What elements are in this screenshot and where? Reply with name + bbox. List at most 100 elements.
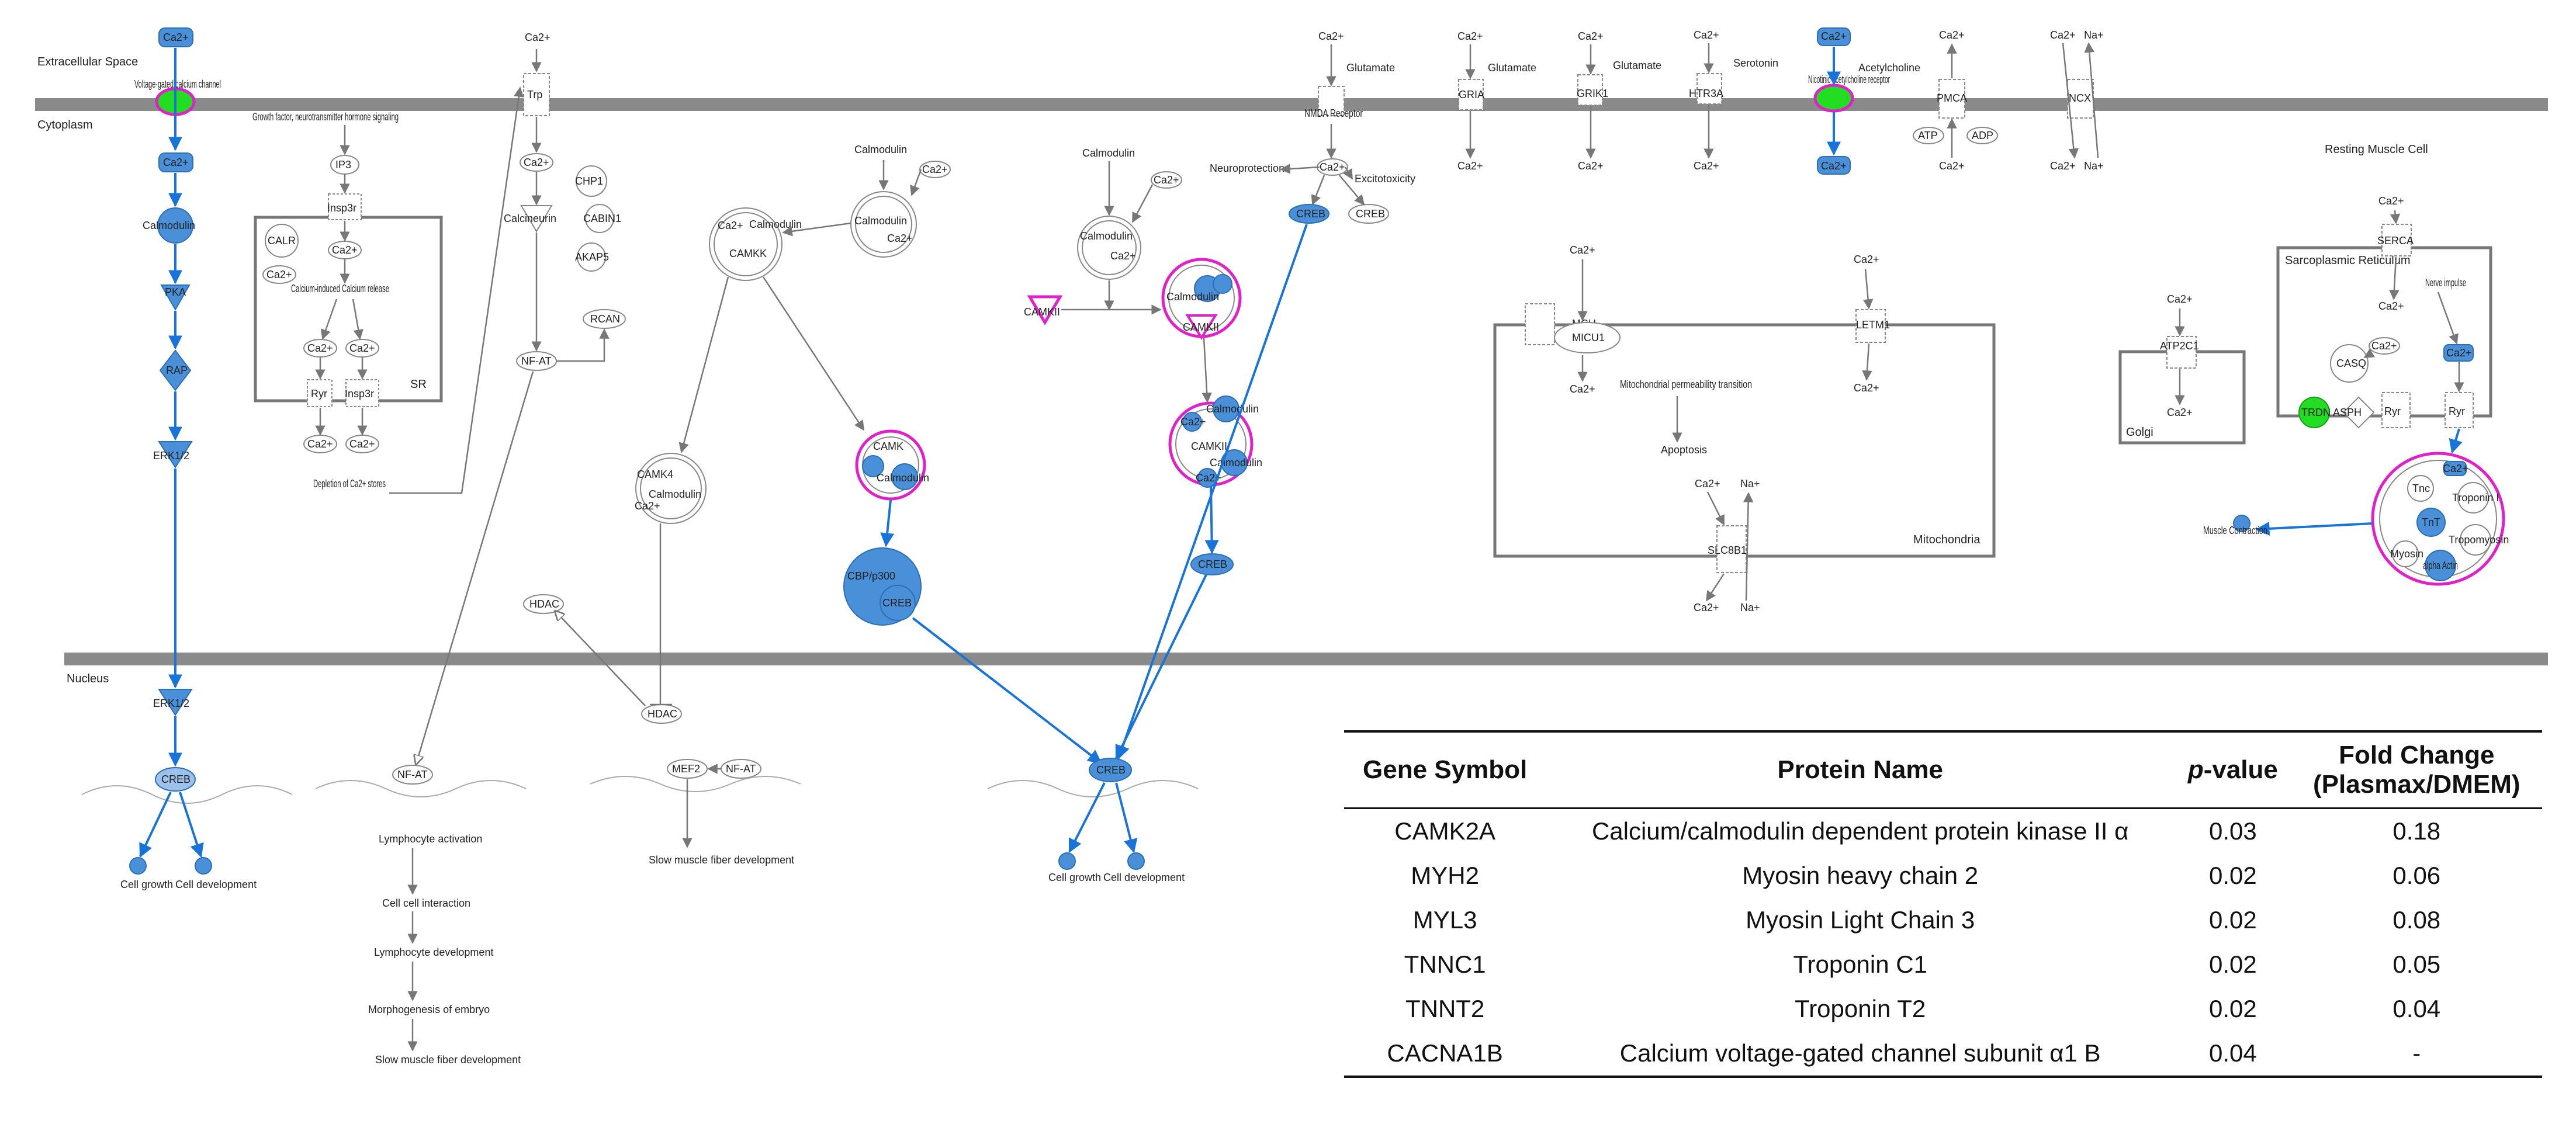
cell-growth-label-center: Cell growth xyxy=(1048,872,1101,883)
protein-name-cell: Troponin T2 xyxy=(1795,995,1926,1022)
creb-node-nuc-center[interactable] xyxy=(1089,758,1132,782)
erk-node-cyt[interactable] xyxy=(158,441,193,469)
ca2-camkii-top-node[interactable] xyxy=(1151,171,1182,189)
ca2-trp-cyt-node[interactable] xyxy=(520,153,553,172)
calr-node[interactable] xyxy=(265,224,299,258)
serca-node[interactable] xyxy=(2381,224,2412,256)
atp-node[interactable] xyxy=(1913,127,1944,144)
trdn-label: TRDN xyxy=(2301,407,2331,418)
header-gene-symbol: Gene Symbol xyxy=(1344,730,1546,809)
cell-growth-node-left[interactable] xyxy=(129,857,147,875)
ryr-node-sr[interactable] xyxy=(307,379,333,407)
calmodulin-camkii-top-label: Calmodulin xyxy=(1082,147,1135,159)
calmodulin-complex-2-label: Calmodulin xyxy=(1080,230,1133,242)
ca2-ryr-muscle-label: Ca2+ xyxy=(2446,347,2472,359)
camkii-node-left[interactable] xyxy=(1027,295,1063,325)
p-value-cell: 0.04 xyxy=(2175,1031,2291,1078)
pka-node[interactable] xyxy=(160,285,191,311)
label-extracellular: Extracellular Space xyxy=(37,55,138,68)
ca2-nachr-ext-node[interactable] xyxy=(1817,27,1851,46)
adp-node[interactable] xyxy=(1966,127,1998,144)
table-row: MYH2 Myosin heavy chain 2 0.02 0.06 xyxy=(1344,854,2542,898)
calmodulin-node-left[interactable] xyxy=(157,207,193,244)
troponin-i-label: Troponin I xyxy=(2452,492,2499,504)
insp3r-node-sr[interactable] xyxy=(345,379,379,407)
erk-node-nuc[interactable] xyxy=(158,689,193,716)
akap5-node[interactable] xyxy=(577,242,606,272)
rap-node[interactable] xyxy=(159,349,192,391)
calmodulin-label-left: Calmodulin xyxy=(143,220,195,231)
ryr-label-muscle-a: Ryr xyxy=(2384,405,2401,417)
slc8b1-node[interactable] xyxy=(1716,525,1747,573)
calmodulin-bubble-3 xyxy=(1221,449,1248,476)
letm1-node[interactable] xyxy=(1855,309,1886,343)
tnt-node xyxy=(2416,508,2446,537)
ca2-ryr-in-node[interactable] xyxy=(303,339,337,358)
tropomyosin-node xyxy=(2460,524,2491,556)
mpt-label: Mitochondrial permeability transition xyxy=(1620,379,1752,390)
creb-node-left[interactable] xyxy=(155,767,196,792)
micu1-node[interactable] xyxy=(1554,322,1621,353)
nfat-node-nuc-left[interactable] xyxy=(392,765,433,785)
trp-node[interactable] xyxy=(523,73,550,116)
grik1-node[interactable] xyxy=(1577,74,1603,106)
ca2-ext-node[interactable] xyxy=(158,27,193,47)
cicr-label: Calcium-induced Calcium release xyxy=(291,283,389,294)
fold-change-cell: 0.18 xyxy=(2393,817,2441,845)
ca2-cyt-label: Ca2+ xyxy=(163,157,189,168)
nfat-label-nuc-left: NF-AT xyxy=(397,769,428,780)
slc8b1-label: SLC8B1 xyxy=(1708,544,1747,556)
htr3a-node[interactable] xyxy=(1696,73,1722,105)
creb-label-cyt-center: CREB xyxy=(1198,558,1227,570)
chp1-node[interactable] xyxy=(576,165,607,197)
myosin-node xyxy=(2392,540,2419,567)
pmca-node[interactable] xyxy=(1938,79,1965,119)
tnc-node xyxy=(2407,475,2434,502)
casq-node[interactable] xyxy=(2330,344,2369,383)
hdac-label-cyt: HDAC xyxy=(529,598,559,610)
ca2-slc8b1-top-label: Ca2+ xyxy=(1695,478,1720,490)
ryr-node-muscle-b[interactable] xyxy=(2445,392,2474,428)
asph-label: ASPH xyxy=(2333,407,2362,418)
ca2-serca-top-label: Ca2+ xyxy=(2378,195,2404,207)
ca2-calr-node[interactable] xyxy=(262,265,296,284)
ca2-troponin-label: Ca2+ xyxy=(2443,463,2468,474)
ca2-pmca-cyt-label: Ca2+ xyxy=(1939,160,1965,172)
muscle-contraction-node[interactable] xyxy=(2233,515,2250,532)
insp3r-node-top[interactable] xyxy=(328,193,362,220)
cell-growth-node-center[interactable] xyxy=(1058,852,1076,870)
creb-node-nmda[interactable] xyxy=(1348,204,1389,224)
nachr-node[interactable] xyxy=(1813,84,1854,113)
calr-label: CALR xyxy=(268,235,296,247)
ryr-node-muscle-a[interactable] xyxy=(2381,392,2411,428)
ca2-calmodulin-top-node[interactable] xyxy=(919,161,951,178)
troponin-myosin-complex-node[interactable] xyxy=(2371,452,2505,586)
rcan-node[interactable] xyxy=(583,309,626,329)
atp2c1-node[interactable] xyxy=(2166,336,2197,369)
cell-development-label-center: Cell development xyxy=(1103,872,1185,883)
fold-change-cell: 0.08 xyxy=(2393,906,2441,934)
serotonin-label: Serotonin xyxy=(1733,57,1778,69)
calcineurin-node[interactable] xyxy=(520,205,553,233)
creb-node-nmda-blue[interactable] xyxy=(1289,204,1329,224)
ca2-cyt-node[interactable] xyxy=(158,152,193,172)
trdn-node[interactable] xyxy=(2298,397,2330,428)
fold-change-cell: - xyxy=(2291,1031,2542,1078)
muscle-contraction-label: Muscle Contraction xyxy=(2203,525,2267,536)
ca2-nachr-cyt-node[interactable] xyxy=(1817,156,1851,175)
gene-symbol-cell: CAMK2A xyxy=(1394,817,1495,845)
asph-node[interactable] xyxy=(2342,396,2375,429)
gria-node[interactable] xyxy=(1458,79,1484,110)
hdac-node-cyt[interactable] xyxy=(523,594,564,614)
ca2-ryr-muscle-node[interactable] xyxy=(2443,344,2474,362)
label-cytoplasm: Cytoplasm xyxy=(37,119,92,131)
mcu-node[interactable] xyxy=(1525,303,1555,345)
cell-development-node-left[interactable] xyxy=(195,857,212,875)
cabin1-node[interactable] xyxy=(585,204,614,233)
cell-development-node-center[interactable] xyxy=(1127,852,1145,870)
camk-complex-node[interactable] xyxy=(855,429,926,501)
ca2-casq-node[interactable] xyxy=(2369,337,2400,355)
mef2-node[interactable] xyxy=(667,759,708,779)
ca2-mcu-in-label: Ca2+ xyxy=(1570,383,1595,395)
nmda-node[interactable] xyxy=(1318,86,1345,116)
